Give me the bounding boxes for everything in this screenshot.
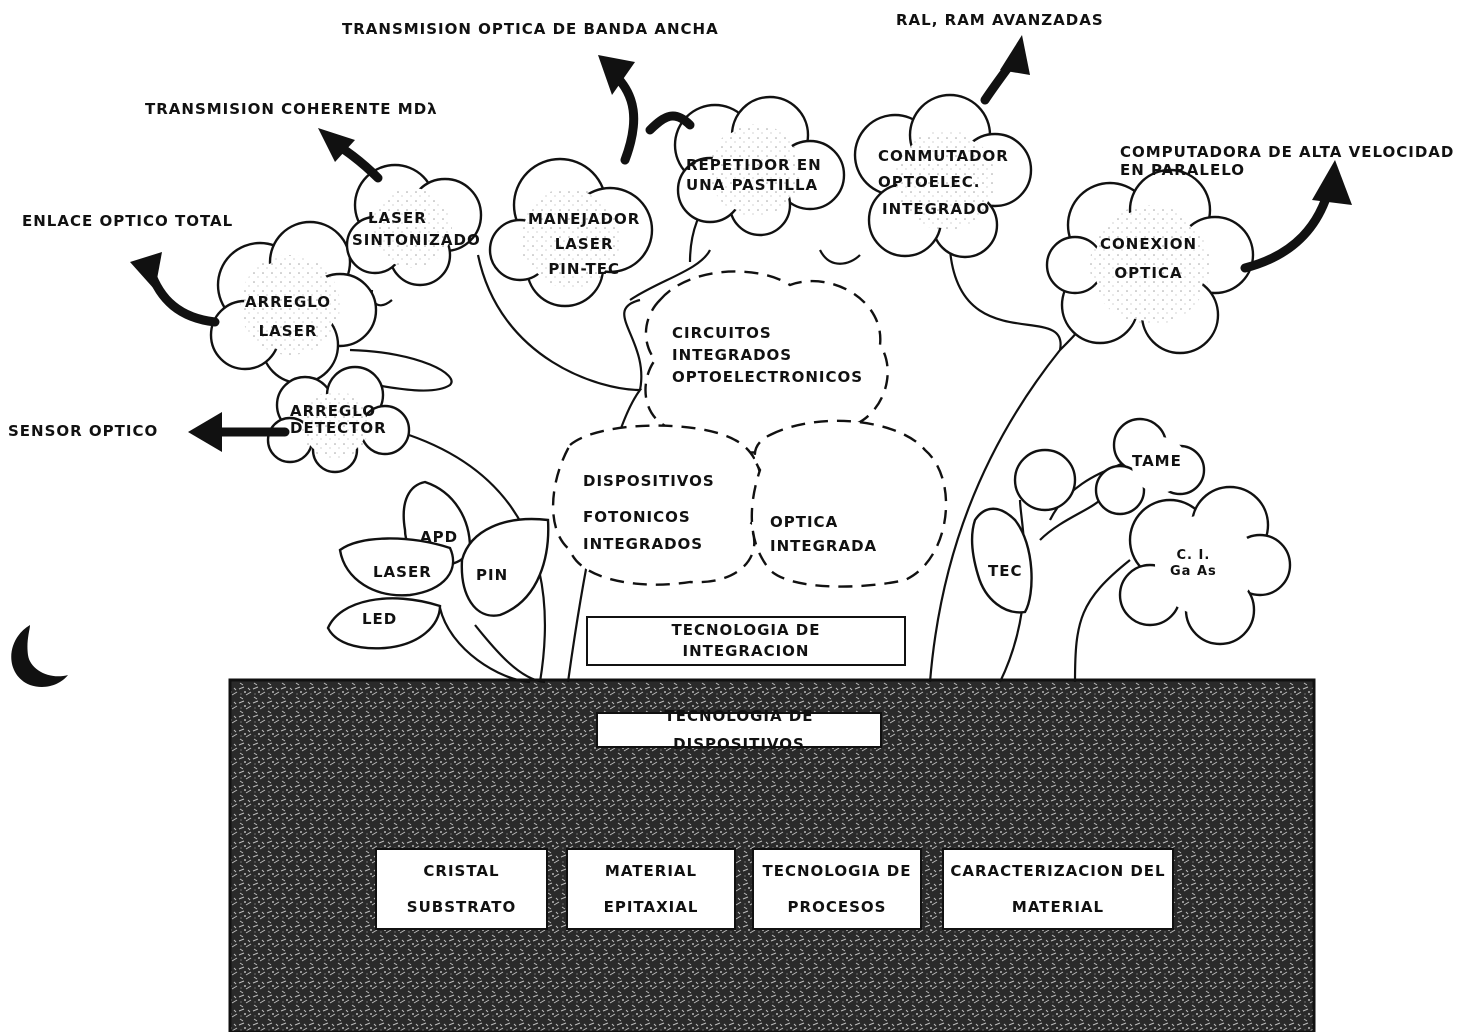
root-1-line1: CRISTAL xyxy=(423,861,500,880)
arrowhead-enlace xyxy=(130,252,162,290)
crescent-mark xyxy=(11,625,68,687)
dispositivos-line3: INTEGRADOS xyxy=(583,534,704,553)
label-arreglo-detector: ARREGLO DETECTOR xyxy=(290,402,387,438)
root-4-line2: MATERIAL xyxy=(1011,898,1105,916)
label-arreglo-laser: ARREGLO LASER xyxy=(245,288,331,345)
manejador-line2: LASER xyxy=(554,234,614,253)
dashed-clusters xyxy=(551,270,948,588)
label-conmutador: CONMUTADOR OPTOELEC. INTEGRADO xyxy=(878,143,1009,222)
root-3-line1: TECNOLOGIA DE xyxy=(762,861,912,880)
conmutador-line1: CONMUTADOR xyxy=(878,147,1009,165)
root-2-line2: EPITAXIAL xyxy=(603,898,699,916)
left-leaves xyxy=(326,480,550,650)
optica-line2: INTEGRADA xyxy=(770,537,878,555)
label-enlace-optico: ENLACE OPTICO TOTAL xyxy=(22,212,234,230)
box-material-epitaxial: MATERIAL EPITAXIAL xyxy=(566,848,736,930)
circuitos-line3: OPTOELECTRONICOS xyxy=(672,367,864,386)
label-led: LED xyxy=(362,610,398,628)
dashed-optica xyxy=(750,419,948,588)
conmutador-line2: OPTOELEC. xyxy=(878,173,981,192)
label-ci-gaas: C. I. Ga As xyxy=(1170,548,1217,579)
integracion-line2: INTEGRACION xyxy=(682,642,810,660)
leaf-laser xyxy=(338,537,455,597)
root-2-line1: MATERIAL xyxy=(604,861,698,880)
crown-speckle xyxy=(240,124,1210,459)
ci-line2: Ga As xyxy=(1170,563,1217,579)
arreglo-laser-line2: LASER xyxy=(258,321,318,340)
manejador-line3: PIN-TEC xyxy=(548,259,620,278)
label-tec: TEC xyxy=(988,562,1023,580)
label-ram-avanzadas: RAL, RAM AVANZADAS xyxy=(896,11,1104,29)
label-pin: PIN xyxy=(476,566,509,584)
circuitos-line1: CIRCUITOS xyxy=(672,324,772,342)
arrowhead-banda xyxy=(598,55,635,95)
dashed-dispositivos xyxy=(551,424,764,586)
label-repetidor: REPETIDOR EN UNA PASTILLA xyxy=(686,155,822,196)
repetidor-line1: REPETIDOR EN xyxy=(686,156,822,174)
arreglo-laser-line1: ARREGLO xyxy=(245,293,332,311)
label-laser-sintonizado: LASER SINTONIZADO xyxy=(352,208,481,252)
label-conexion-optica: CONEXION OPTICA xyxy=(1100,230,1197,289)
circuitos-line2: INTEGRADOS xyxy=(672,345,793,364)
ci-line1: C. I. xyxy=(1176,548,1211,563)
laser-sintonizado-line1: LASER xyxy=(368,209,427,227)
arrow-enlace xyxy=(145,265,220,327)
root-4-line1: CARACTERIZACION DEL xyxy=(950,861,1166,880)
arrow-banda xyxy=(610,70,639,165)
leaf-led xyxy=(326,597,442,650)
box-tecnologia-integracion: TECNOLOGIA DE INTEGRACION xyxy=(586,616,906,666)
crown-tame xyxy=(1013,417,1206,516)
arrow-heads xyxy=(130,35,1352,452)
label-dispositivos: DISPOSITIVOS FOTONICOS INTEGRADOS xyxy=(583,468,715,557)
right-small-tree xyxy=(970,417,1292,646)
box-cristal-substrato: CRISTAL SUBSTRATO xyxy=(375,848,548,930)
arrow-banda-branch xyxy=(645,111,695,135)
arrowhead-ram xyxy=(1000,35,1030,75)
optica-line1: OPTICA xyxy=(770,513,839,531)
label-apd: APD xyxy=(420,528,459,546)
dispositivos-line2: FOTONICOS xyxy=(583,508,691,527)
label-optica-integrada: OPTICA INTEGRADA xyxy=(770,510,877,558)
box-tecnologia-dispositivos: TECNOLOGIA DE DISPOSITIVOS xyxy=(596,707,882,753)
label-computadora-line2: EN PARALELO xyxy=(1120,161,1245,179)
manejador-line1: MANEJADOR xyxy=(528,210,641,228)
label-computadora: COMPUTADORA DE ALTA VELOCIDAD EN PARALEL… xyxy=(1120,143,1454,179)
root-1-line2: SUBSTRATO xyxy=(406,898,517,916)
devices-label: TECNOLOGIA DE DISPOSITIVOS xyxy=(664,706,814,754)
label-tame: TAME xyxy=(1132,452,1182,470)
box-caracterizacion-material: CARACTERIZACION DEL MATERIAL xyxy=(942,848,1174,930)
arrowhead-computadora xyxy=(1312,160,1352,205)
conexion-line1: CONEXION xyxy=(1100,235,1198,253)
leaf-tec xyxy=(970,507,1033,614)
integracion-line1: TECNOLOGIA DE xyxy=(671,621,821,639)
leaf-pin xyxy=(460,517,550,617)
label-transmision-banda-ancha: TRANSMISION OPTICA DE BANDA ANCHA xyxy=(342,20,719,38)
repetidor-line2: UNA PASTILLA xyxy=(686,176,819,195)
arrowhead-sensor xyxy=(188,412,222,452)
label-manejador: MANEJADOR LASER PIN-TEC xyxy=(528,207,640,281)
arreglo-detector-line2: DETECTOR xyxy=(290,419,387,438)
label-transmision-coherente: TRANSMISION COHERENTE MDλ xyxy=(145,100,438,118)
root-3-line2: PROCESOS xyxy=(787,898,887,916)
conexion-line2: OPTICA xyxy=(1114,264,1183,283)
arrowhead-coherente xyxy=(318,128,355,162)
laser-sintonizado-line2: SINTONIZADO xyxy=(352,230,481,249)
label-leaf-laser: LASER xyxy=(373,563,432,581)
label-circuitos: CIRCUITOS INTEGRADOS OPTOELECTRONICOS xyxy=(672,323,863,388)
conmutador-line3: INTEGRADO xyxy=(882,199,991,218)
arreglo-detector-line1: ARREGLO xyxy=(290,402,377,420)
box-tecnologia-procesos: TECNOLOGIA DE PROCESOS xyxy=(752,848,922,930)
label-sensor-optico: SENSOR OPTICO xyxy=(8,422,159,440)
label-computadora-line1: COMPUTADORA DE ALTA VELOCIDAD xyxy=(1120,143,1455,161)
dispositivos-line1: DISPOSITIVOS xyxy=(583,472,715,490)
crown-ci-gaas xyxy=(1118,485,1292,646)
